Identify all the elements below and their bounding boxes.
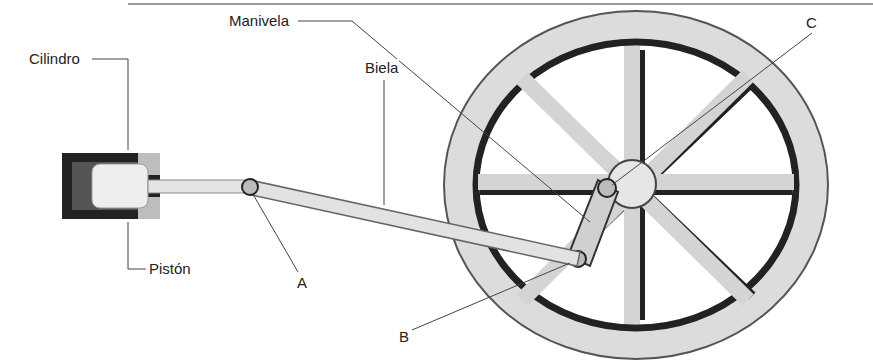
part-label: B	[398, 328, 410, 346]
part-label: C	[805, 14, 818, 32]
flywheel	[444, 11, 828, 359]
part-label: Manivela	[228, 12, 290, 30]
part-label: Biela	[364, 59, 399, 77]
leader-lines	[92, 21, 812, 330]
cylinder	[62, 153, 160, 219]
part-label: A	[296, 274, 308, 292]
part-label: Pistón	[148, 260, 192, 278]
piston	[92, 164, 258, 208]
top-rule	[128, 3, 873, 5]
part-label: Cilindro	[28, 50, 81, 68]
connecting-rod	[247, 180, 580, 266]
